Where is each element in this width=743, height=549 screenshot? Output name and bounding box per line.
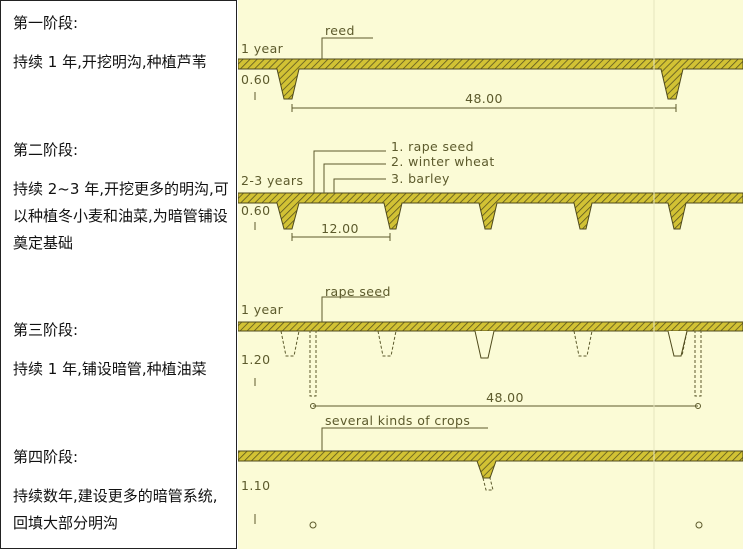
stage-2-duration-label: 2-3 years xyxy=(241,173,303,188)
stage-1-crop-label: reed xyxy=(325,23,355,38)
stage-2-depth-label: 0.60 xyxy=(241,203,270,218)
stage-3-trench-3 xyxy=(573,330,593,357)
stage-2-crop-leader-1 xyxy=(313,150,386,193)
stage-4-filled-ditch-outline xyxy=(482,477,494,491)
diagram-canvas: 1 year 0.60 reed 48.00 2-3 years 0.60 1. xyxy=(238,0,743,549)
stage-4-crop-leader xyxy=(321,427,488,451)
stage-4-crop-label: several kinds of crops xyxy=(325,413,470,428)
stage-4-text: 第四阶段: 持续数年,建设更多的暗管系统,回填大部分明沟 xyxy=(13,444,230,537)
stage-1-spacing-label: 48.00 xyxy=(465,91,503,106)
stage-2-crop-leader-3 xyxy=(333,178,386,193)
stage-1-text: 第一阶段: 持续 1 年,开挖明沟,种植芦苇 xyxy=(13,10,230,76)
stage-2-crop-label-2: 2. winter wheat xyxy=(391,154,495,169)
stage-3-title: 第三阶段: xyxy=(13,321,79,339)
stage-1-title: 第一阶段: xyxy=(13,14,79,32)
stage-4-title: 第四阶段: xyxy=(13,448,79,466)
stage-3-duration-label: 1 year xyxy=(241,302,284,317)
stage-3-crop-leader xyxy=(321,296,385,322)
stage-2-spacing-label: 12.00 xyxy=(321,221,359,236)
stage-2-crop-label-1: 1. rape seed xyxy=(391,139,474,154)
stage-1-duration-label: 1 year xyxy=(241,41,284,56)
stage-3-crop-label: rape seed xyxy=(325,284,391,299)
stage-description-panel: 第一阶段: 持续 1 年,开挖明沟,种植芦苇 第二阶段: 持续 2~3 年,开挖… xyxy=(0,0,237,549)
stage-4-drain-marker-left xyxy=(309,521,317,529)
stage-3-description: 持续 1 年,铺设暗管,种植油菜 xyxy=(13,360,207,378)
stage-2-ground-profile xyxy=(238,192,743,230)
stage-1-depth-label: 0.60 xyxy=(241,72,270,87)
drainage-stages-diagram: 1 year 0.60 reed 48.00 2-3 years 0.60 1. xyxy=(238,0,743,549)
stage-3-ground-profile xyxy=(238,321,743,332)
stage-3-trench-2 xyxy=(377,330,397,357)
stage-3-subsurface-drain-right xyxy=(694,330,702,397)
stage-1-crop-leader xyxy=(321,37,373,59)
stage-2-crop-label-3: 3. barley xyxy=(391,171,450,186)
stage-3-spacing-label: 48.00 xyxy=(486,390,524,405)
stage-3-section: 1 year 1.20 rape seed 48.00 xyxy=(238,284,743,409)
stage-2-section: 2-3 years 0.60 1. rape seed 2. winter wh… xyxy=(238,139,743,241)
stage-2-description: 持续 2~3 年,开挖更多的明沟,可以种植冬小麦和油菜,为暗管铺设奠定基础 xyxy=(13,180,229,252)
stage-3-text: 第三阶段: 持续 1 年,铺设暗管,种植油菜 xyxy=(13,317,230,383)
stage-3-drain-marker-right xyxy=(695,403,701,409)
stage-3-open-ditch-2 xyxy=(667,330,688,357)
stage-2-crop-leader-2 xyxy=(323,163,386,193)
stage-3-trench-1 xyxy=(280,330,300,357)
stage-4-section: 1.10 several kinds of crops xyxy=(238,413,743,529)
stage-3-subsurface-drain-left xyxy=(309,330,317,397)
stage-2-text: 第二阶段: 持续 2~3 年,开挖更多的明沟,可以种植冬小麦和油菜,为暗管铺设奠… xyxy=(13,137,230,257)
stage-4-depth-label: 1.10 xyxy=(241,478,270,493)
stage-3-open-ditch-1 xyxy=(474,330,495,359)
stage-1-ground-profile xyxy=(238,58,743,100)
stage-4-ground-profile xyxy=(238,450,743,479)
stage-1-section: 1 year 0.60 reed 48.00 xyxy=(238,23,743,112)
stage-4-description: 持续数年,建设更多的暗管系统,回填大部分明沟 xyxy=(13,487,218,532)
stage-3-depth-label: 1.20 xyxy=(241,352,270,367)
stage-1-description: 持续 1 年,开挖明沟,种植芦苇 xyxy=(13,53,207,71)
stage-3-drain-marker-left xyxy=(310,403,316,409)
stage-4-drain-marker-right xyxy=(695,521,703,529)
stage-2-title: 第二阶段: xyxy=(13,141,79,159)
